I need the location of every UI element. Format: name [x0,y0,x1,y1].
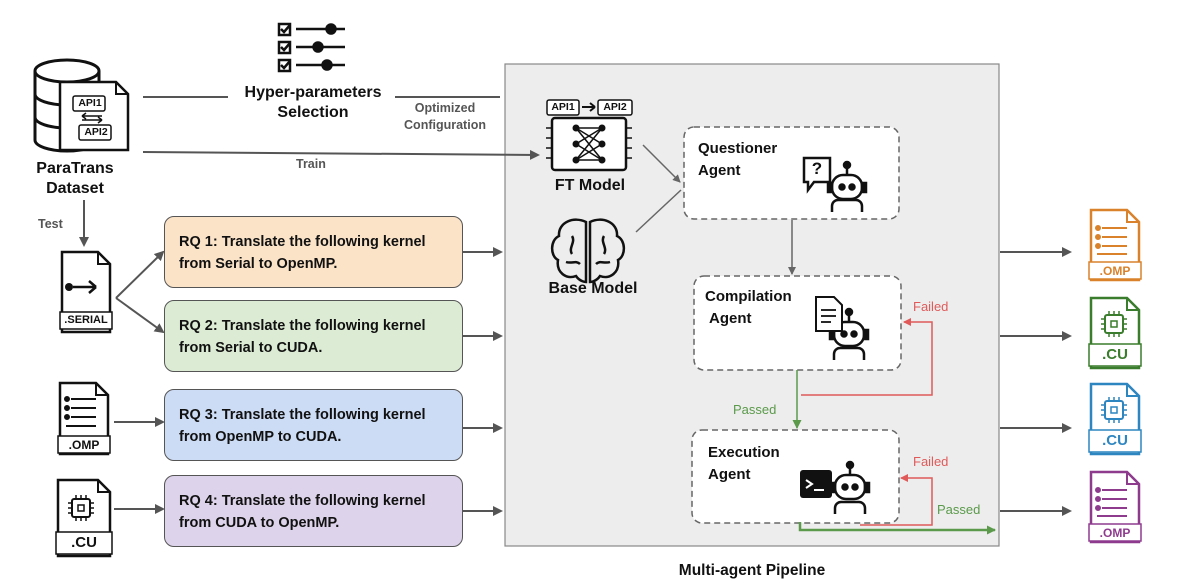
compilation-passed-label: Passed [733,402,777,417]
arrow-serial-to-rq1 [115,250,165,299]
dataset-document-icon [58,80,130,152]
rq2-line1: RQ 2: Translate the following kernel [179,318,426,334]
rq1-line2: from Serial to OpenMP. [179,256,338,272]
output-omp-file-icon-1 [1088,208,1142,282]
rq4-line2: from CUDA to OpenMP. [179,515,340,531]
pipeline-label: Multi-agent Pipeline [678,562,826,579]
optimized-label-line1: Optimized [414,101,476,115]
rq2-box: RQ 2: Translate the following kernel fro… [164,300,463,372]
questioner-agent-box [683,126,900,220]
robot-icon-questioner [826,160,868,212]
test-label: Test [38,217,63,231]
rq1-line1: RQ 1: Translate the following kernel [179,234,426,250]
robot-icon-compilation [828,307,870,360]
ft-api2-label: API2 [603,101,627,113]
execution-failed-label: Failed [913,454,949,469]
dataset-label-line2: Dataset [46,180,104,197]
output-omp-label-2: .OMP [1099,526,1131,540]
rq3-line2: from OpenMP to CUDA. [179,429,342,445]
compilation-title-line1: Compilation [705,288,792,305]
omp-input-file-icon [57,381,111,456]
rq3-box: RQ 3: Translate the following kernel fro… [164,389,463,461]
ft-api1-label: API1 [551,101,575,113]
arrow-train [142,149,540,160]
arrow-execution-failed [860,474,933,526]
execution-title-line2: Agent [708,466,751,483]
output-cu-file-icon-1 [1088,296,1142,370]
terminal-icon [800,470,832,498]
brain-icon [550,218,626,284]
serial-file-icon [59,250,113,334]
output-cu-file-icon-2 [1088,382,1142,456]
cu-input-file-icon [55,478,113,558]
questioner-title-line2: Agent [698,162,741,179]
hyperparameter-sliders-icon [277,22,345,73]
ft-model-label: FT Model [554,177,626,194]
base-model-label: Base Model [548,280,638,297]
arrow-execution-passed [798,522,996,535]
execution-title-line1: Execution [708,444,780,461]
compilation-failed-label: Failed [913,299,949,314]
arrow-compilation-failed [801,318,933,396]
compilation-title-line2: Agent [709,310,752,327]
arrow-serial-to-rq2 [115,297,165,334]
output-cu-label-1: .CU [1102,346,1128,363]
output-omp-label-1: .OMP [1099,264,1131,278]
cu-input-file-label: .CU [71,534,97,551]
execution-passed-label: Passed [937,502,981,517]
document-icon-compilation [815,296,843,332]
rq2-line2: from Serial to CUDA. [179,340,323,356]
dataset-api2-label: API2 [84,126,108,138]
output-omp-file-icon-2 [1088,470,1142,544]
rq4-line1: RQ 4: Translate the following kernel [179,493,426,509]
hyperparams-label-line1: Hyper-parameters [244,84,382,101]
rq4-box: RQ 4: Translate the following kernel fro… [164,475,463,547]
arrow-ftmodel-to-questioner [642,144,681,183]
robot-icon-execution [829,460,871,514]
question-bubble-icon [802,156,832,194]
optimized-label-line2: Configuration [404,118,486,132]
ft-model-icon [546,99,633,172]
omp-input-file-label: .OMP [68,438,100,452]
rq1-box: RQ 1: Translate the following kernel fro… [164,216,463,288]
rq3-line1: RQ 3: Translate the following kernel [179,407,426,423]
hyperparams-label-line2: Selection [277,104,349,121]
dataset-api1-label: API1 [78,97,102,109]
output-cu-label-2: .CU [1102,432,1128,449]
question-mark: ? [811,159,823,178]
arrow-basemodel-to-questioner [635,189,682,233]
dataset-label-line1: ParaTrans [36,160,114,177]
questioner-title-line1: Questioner [698,140,778,157]
train-label: Train [296,157,326,171]
serial-file-label: .SERIAL [64,314,108,326]
